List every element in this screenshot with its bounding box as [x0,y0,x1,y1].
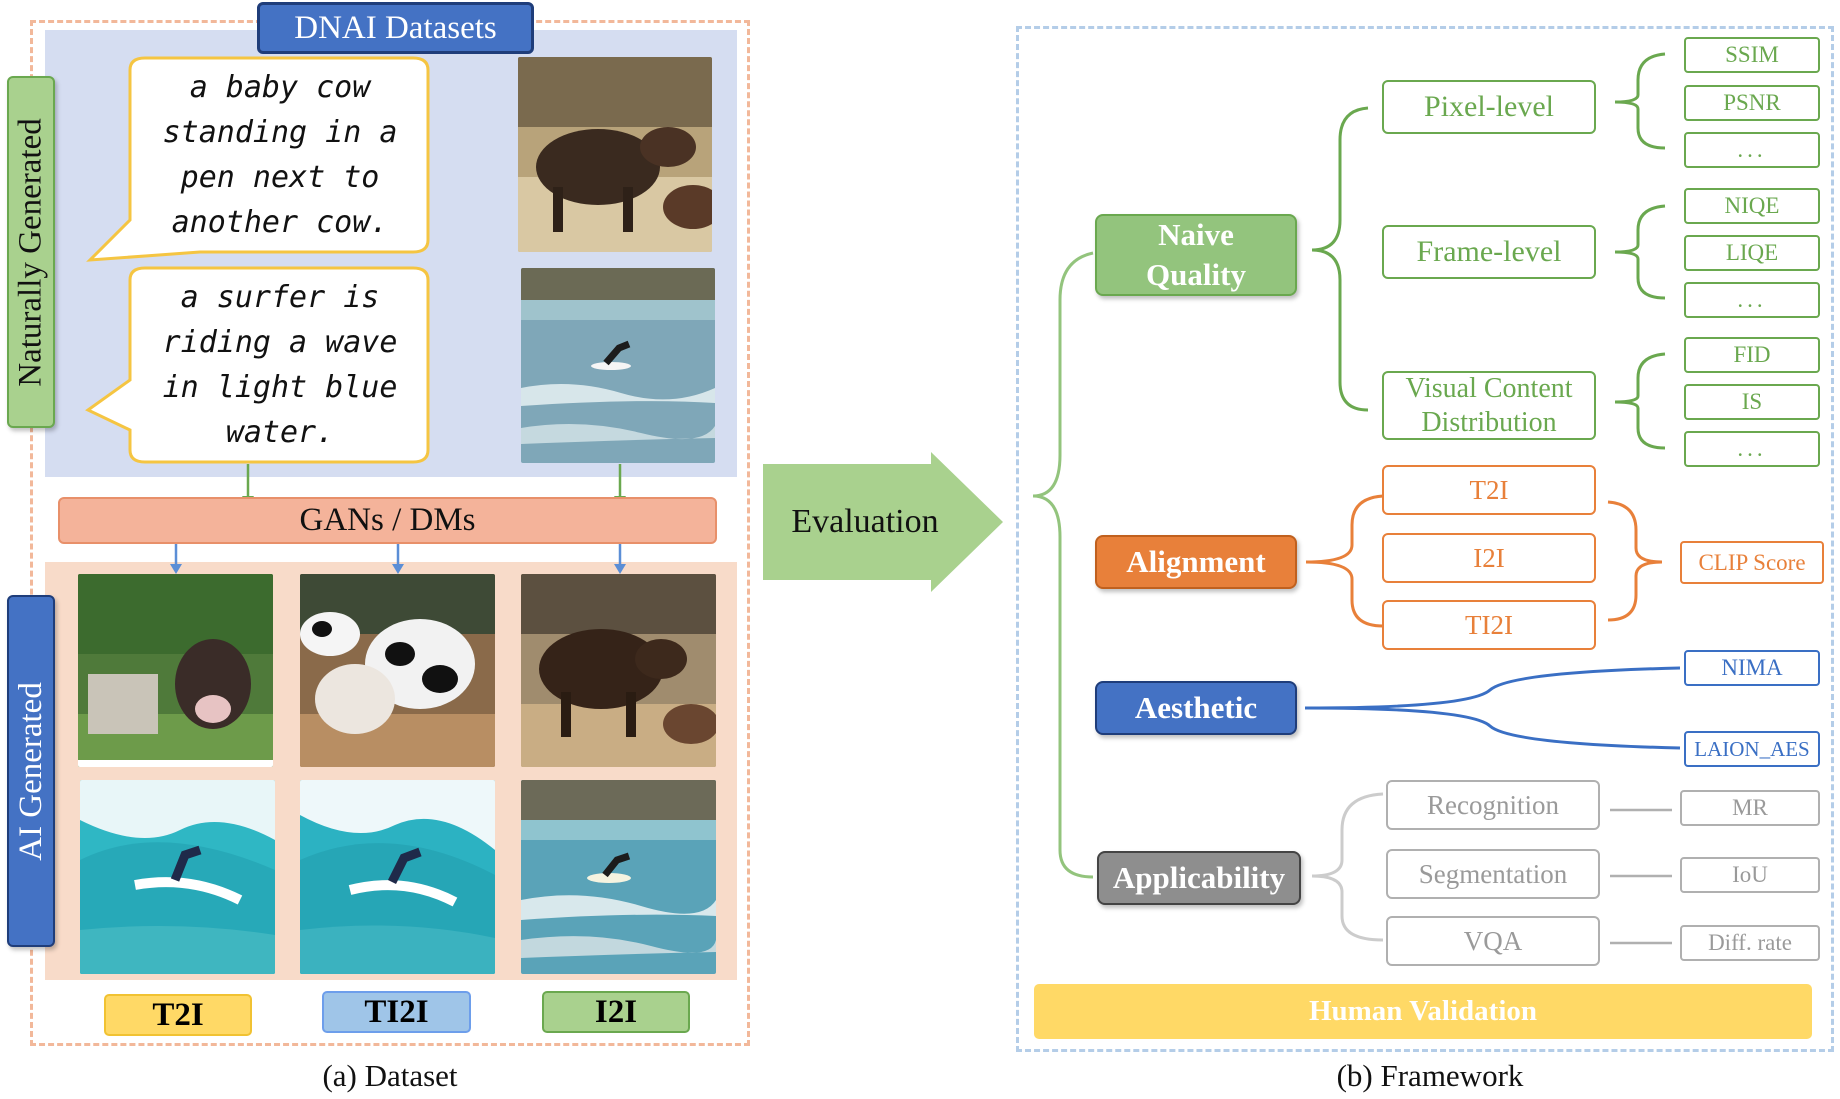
natural-cow-image [518,57,712,252]
aesthetic-node: Aesthetic [1095,681,1297,735]
naturally-generated-label: Naturally Generated [7,76,55,428]
dnai-datasets-title: DNAI Datasets [294,9,497,46]
ai-surfer-t2i-image [80,780,275,974]
task-label-t2i: T2I [104,994,252,1036]
caption-cow-bubble: a baby cow standing in a pen next to ano… [162,70,398,240]
ai-cow-i2i-image [521,574,716,767]
speech-bubbles [85,56,430,464]
metric-nima: NIMA [1684,650,1820,686]
metric-diff-rate: Diff. rate [1680,925,1820,961]
applicability-node: Applicability [1097,851,1301,905]
naive-quality-node: Naive Quality [1095,214,1297,296]
gans-dms-bar: GANs / DMs [58,497,717,544]
metric-liqe: LIQE [1684,235,1820,271]
visual-content-distribution-node: Visual Content Distribution [1382,371,1596,440]
ai-surfer-i2i-image [521,780,716,974]
metric-niqe: NIQE [1684,188,1820,224]
alignment-task-i2i: I2I [1382,533,1596,583]
task-label-i2i: I2I [542,991,690,1033]
framework-caption: (b) Framework [1336,1058,1524,1093]
human-validation-bar: Human Validation [1034,984,1812,1039]
alignment-task-t2i: T2I [1382,465,1596,515]
metric-visual-more: ... [1684,431,1820,467]
framework-panel-border [1016,26,1834,1052]
metric-psnr: PSNR [1684,85,1820,121]
alignment-task-ti2i: TI2I [1382,600,1596,650]
metric-is: IS [1684,384,1820,420]
ai-cow-ti2i-image [300,574,495,767]
evaluation-arrow [763,452,1003,592]
ai-cow-t2i-image [78,574,273,767]
metric-pixel-more: ... [1684,132,1820,168]
alignment-node: Alignment [1095,535,1297,589]
applicability-task-recognition: Recognition [1386,780,1600,830]
metric-laion-aes: LAION_AES [1684,731,1820,767]
caption-surfer-bubble: a surfer is riding a wave in light blue … [162,280,398,450]
metric-frame-more: ... [1684,282,1820,318]
dnai-datasets-header: DNAI Datasets [257,2,534,54]
task-label-ti2i: TI2I [322,991,471,1033]
metric-ssim: SSIM [1684,37,1820,73]
metric-iou: IoU [1680,857,1820,893]
metric-clip-score: CLIP Score [1680,541,1824,584]
dataset-caption: (a) Dataset [322,1058,458,1093]
applicability-task-vqa: VQA [1386,916,1600,966]
pixel-level-node: Pixel-level [1382,80,1596,134]
ai-surfer-ti2i-image [300,780,495,974]
natural-surfer-image [521,268,715,463]
metric-mr: MR [1680,790,1820,826]
metric-fid: FID [1684,337,1820,373]
evaluation-label: Evaluation [791,503,939,540]
frame-level-node: Frame-level [1382,225,1596,279]
ai-generated-label: AI Generated [7,595,55,947]
applicability-task-segmentation: Segmentation [1386,849,1600,899]
